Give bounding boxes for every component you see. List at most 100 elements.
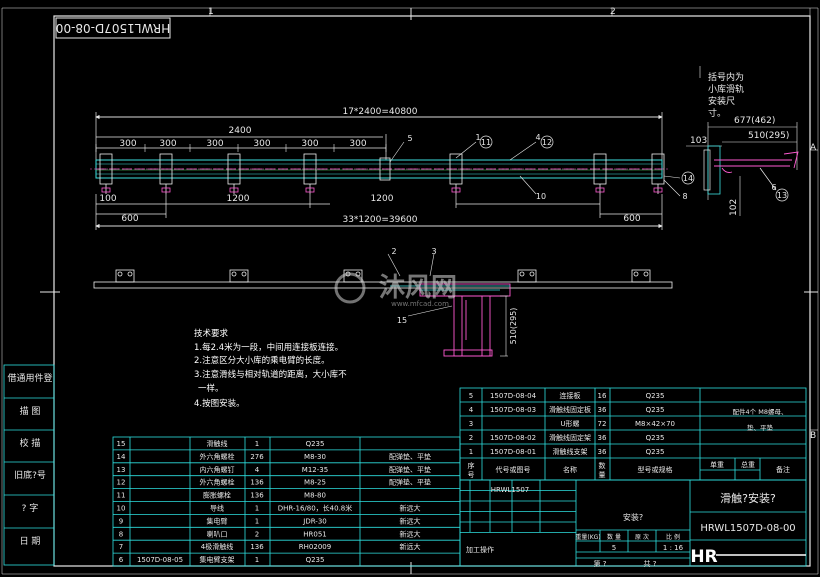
- bom-lower-spec: M8-30: [304, 453, 326, 461]
- tech-line-3: 3.注意滑线与相对轨道的距离，大小库不: [194, 369, 347, 380]
- bom-upper-code: 1507D-08-01: [490, 448, 536, 456]
- bom-lower-qty: 2: [255, 530, 259, 538]
- balloon-6: 6: [771, 183, 776, 192]
- title-qty-label: 数 量: [607, 533, 621, 541]
- title-assembly: 安装?: [623, 512, 643, 522]
- title-drawing-no: HRWL1507D-08-00: [700, 523, 795, 534]
- bom-upper-spec: Q235: [646, 406, 665, 414]
- side-note-1: 括号内为: [708, 71, 744, 83]
- bom-upper-name: 连接板: [560, 391, 581, 400]
- support-4: [303, 153, 317, 194]
- rail-supports: [99, 153, 665, 194]
- bom-upper-qty: 36: [598, 434, 607, 442]
- bom-lower-remark: 新远大: [400, 516, 421, 525]
- bom-lower-no: 11: [117, 492, 126, 500]
- watermark-url: www.mfcad.com: [391, 300, 449, 308]
- bom-upper-code: 1507D-08-04: [490, 392, 537, 400]
- bom-upper-no: 5: [469, 392, 473, 400]
- dim-300-2: 300: [159, 139, 176, 149]
- dim-510-front: 510(295): [509, 308, 518, 345]
- bom-lower-spec: HR051: [303, 530, 327, 538]
- side-note-2: 小库滑轨: [708, 83, 744, 95]
- dim-677: 677(462): [734, 116, 775, 126]
- bom-header-remark: 备注: [776, 465, 790, 474]
- bom-header-qty-a: 数: [599, 461, 606, 470]
- support-6: [449, 153, 463, 194]
- bom-lower-qty: 4: [255, 466, 260, 474]
- tech-requirements: 技术要求 1.每2.4米为一段，中间用连接板连接。 2.注意区分大小库的乘电臂的…: [194, 328, 347, 409]
- bom-lower-name: 导线: [210, 504, 224, 513]
- bom-lower-no: 9: [119, 517, 123, 525]
- dim-300-5: 300: [301, 139, 318, 149]
- bom-lower-name: 外六角螺栓: [200, 478, 235, 487]
- front-view: 2 3 15 510(295): [93, 247, 673, 357]
- grid-col-1: 1: [208, 7, 214, 17]
- stamp-3: 校 描: [20, 437, 41, 449]
- balloon-4: 4: [535, 133, 540, 142]
- dim-510-side: 510(295): [748, 131, 789, 141]
- title-weight-label: 重量(KG): [575, 533, 600, 541]
- balloon-5: 5: [407, 134, 412, 143]
- bom-lower-remark: 新远大: [400, 542, 421, 551]
- bom-upper-spec: M8×42×70: [635, 420, 675, 428]
- tech-line-5: 4.按图安装。: [194, 398, 245, 409]
- bom-lower-name: 4极滑触线: [201, 542, 233, 551]
- bom-lower-name: 膨胀螺栓: [203, 491, 231, 500]
- title-process: 加工操作: [466, 545, 494, 554]
- dim-overall-bottom: 33*1200=39600: [342, 215, 417, 225]
- bom-lower-spec: DHR-16/80，长40.8米: [278, 504, 353, 513]
- bom-lower-no: 12: [117, 479, 126, 487]
- bom-lower-spec: M12-35: [302, 466, 328, 474]
- balloon-11: 11: [481, 138, 491, 147]
- tech-line-2: 2.注意区分大小库的乘电臂的长度。: [194, 355, 330, 366]
- bom-upper-name: 滑触线固定架: [549, 433, 591, 442]
- title-ratio: 1 : 16: [663, 544, 684, 552]
- dim-100: 100: [99, 194, 116, 204]
- stamp-2: 描 图: [20, 405, 41, 417]
- bom-lower-qty: 136: [250, 492, 264, 500]
- mirrored-code-box: HRWL1507D-08-00: [55, 17, 171, 39]
- bom-upper-no: 4: [469, 406, 474, 414]
- bom-lower-no: 14: [117, 453, 126, 461]
- balloon-1: 1: [475, 133, 480, 142]
- support-5: [379, 157, 391, 181]
- support-7: [593, 153, 607, 194]
- bom-lower-spec: M8-80: [304, 492, 326, 500]
- balloon-15: 15: [397, 316, 407, 325]
- bom-upper-qty: 36: [598, 448, 607, 456]
- mirrored-code-text: HRWL1507D-08-00: [56, 21, 170, 35]
- bom-lower-spec: M8-25: [304, 479, 326, 487]
- bom-lower-name: 外六角螺栓: [200, 452, 235, 461]
- bom-upper-note-2: 垫、平垫: [747, 423, 774, 432]
- support-3: [227, 153, 241, 194]
- bom-upper-spec: Q235: [646, 434, 665, 442]
- bom-upper-qty: 36: [598, 406, 607, 414]
- dim-1200-b: 1200: [371, 194, 394, 204]
- bom-upper-no: 3: [469, 420, 473, 428]
- title-ratio-label: 比 例: [666, 533, 680, 541]
- dim-103: 103: [690, 136, 707, 146]
- title-footer-a: 第 ?: [594, 559, 607, 568]
- bom-header-no-a: 序: [468, 461, 475, 470]
- dim-600-left: 600: [121, 214, 138, 224]
- bom-lower-no: 10: [117, 505, 126, 513]
- grid-row-b: B: [810, 431, 816, 441]
- bom-lower-spec: Q235: [306, 556, 325, 564]
- bom-header-no-b: 号: [468, 471, 475, 479]
- stamp-5: ? 字: [22, 502, 39, 514]
- title-footer-b: 共 ?: [644, 559, 657, 568]
- bom-lower-qty: 136: [250, 479, 264, 487]
- balloon-10: 10: [536, 192, 546, 201]
- bom-lower-name: 集电臂: [207, 516, 228, 525]
- dim-2400: 2400: [229, 126, 252, 136]
- bom-lower-qty: 1: [255, 556, 259, 564]
- bom-lower-spec: RH02009: [299, 543, 331, 551]
- bom-header-unit-wt: 单重: [710, 460, 724, 469]
- stamp-4: 旧底?号: [14, 469, 46, 481]
- plan-view: 17*2400=40800 2400 300 300 300 300 300 3…: [90, 107, 695, 230]
- bom-lower-no: 6: [119, 556, 124, 564]
- grid-labels: 1 2 A B: [208, 7, 817, 441]
- bom-lower-qty: 1: [255, 517, 259, 525]
